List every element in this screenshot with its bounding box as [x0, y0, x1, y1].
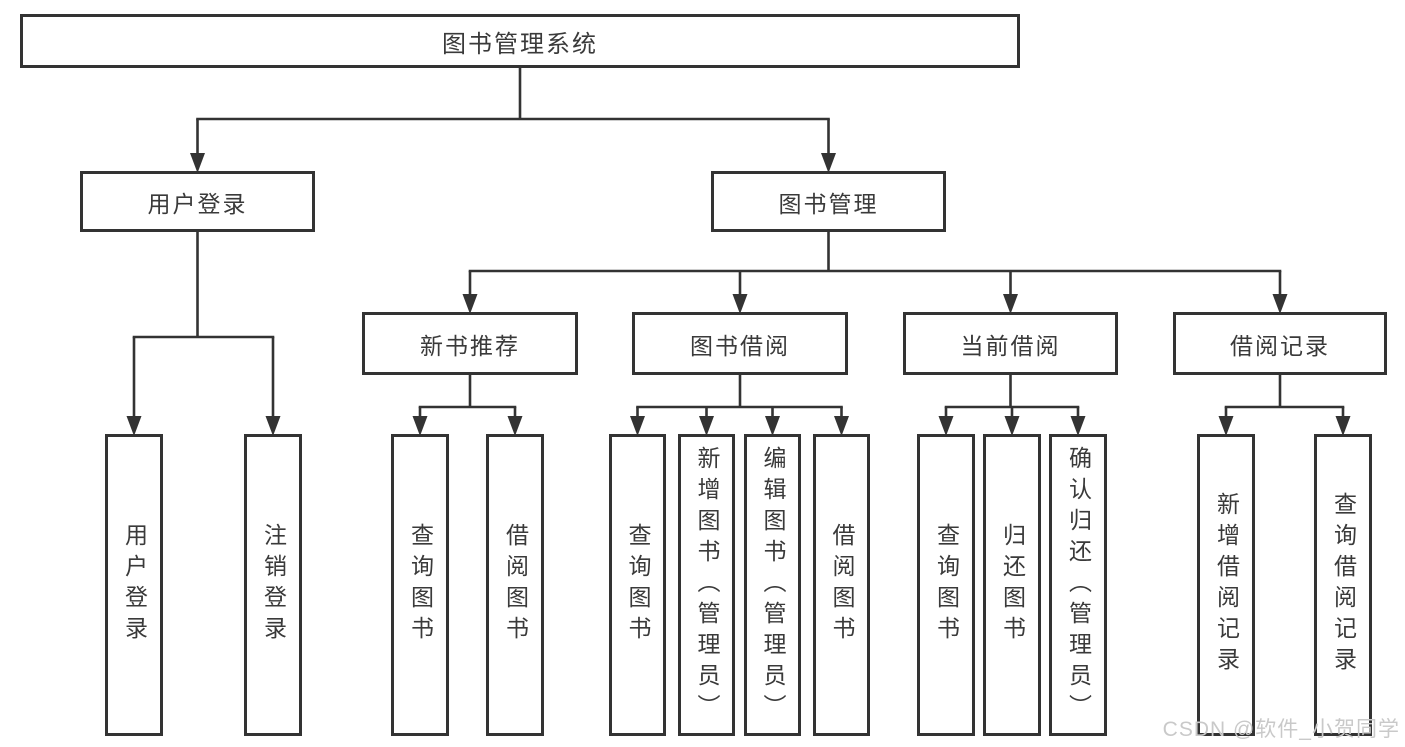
node-new-book-recommend-label: 新书推荐 — [420, 332, 520, 359]
leaf-edit-book-admin: 编辑图书（管理员） — [744, 434, 801, 736]
leaf-query-book-2: 查询图书 — [609, 434, 666, 736]
leaf-borrow-book-1-label: 借阅图书 — [502, 523, 529, 647]
leaf-logout-label: 注销登录 — [260, 523, 287, 647]
leaf-add-borrow-record-label: 新增借阅记录 — [1213, 492, 1240, 678]
node-borrow-record-label: 借阅记录 — [1230, 332, 1330, 359]
leaf-query-book-1: 查询图书 — [391, 434, 449, 736]
node-book-management: 图书管理 — [711, 171, 946, 232]
node-user-login-label: 用户登录 — [147, 190, 248, 217]
node-root: 图书管理系统 — [20, 14, 1020, 68]
node-book-management-label: 图书管理 — [778, 190, 879, 217]
leaf-query-borrow-record: 查询借阅记录 — [1314, 434, 1372, 736]
node-user-login: 用户登录 — [80, 171, 315, 232]
node-current-borrow: 当前借阅 — [903, 312, 1118, 375]
leaf-logout: 注销登录 — [244, 434, 302, 736]
node-borrow-record: 借阅记录 — [1173, 312, 1387, 375]
leaf-user-login: 用户登录 — [105, 434, 163, 736]
leaf-borrow-book-2: 借阅图书 — [813, 434, 870, 736]
leaf-return-book-label: 归还图书 — [999, 523, 1026, 647]
leaf-return-book: 归还图书 — [983, 434, 1041, 736]
leaf-query-book-1-label: 查询图书 — [407, 523, 434, 647]
leaf-borrow-book-1: 借阅图书 — [486, 434, 544, 736]
leaf-user-login-label: 用户登录 — [121, 523, 148, 647]
leaf-confirm-return-admin-label: 确认归还（管理员） — [1065, 445, 1092, 725]
leaf-query-borrow-record-label: 查询借阅记录 — [1330, 492, 1357, 678]
leaf-add-book-admin: 新增图书（管理员） — [678, 434, 735, 736]
node-book-borrow: 图书借阅 — [632, 312, 848, 375]
leaf-edit-book-admin-label: 编辑图书（管理员） — [760, 445, 786, 725]
leaf-query-book-3-label: 查询图书 — [933, 523, 960, 647]
leaf-add-book-admin-label: 新增图书（管理员） — [694, 445, 720, 725]
node-new-book-recommend: 新书推荐 — [362, 312, 578, 375]
node-root-label: 图书管理系统 — [442, 30, 598, 58]
leaf-add-borrow-record: 新增借阅记录 — [1197, 434, 1255, 736]
csdn-watermark: CSDN @软件_小贺同学 — [1162, 718, 1400, 741]
leaf-borrow-book-2-label: 借阅图书 — [829, 523, 855, 647]
leaf-confirm-return-admin: 确认归还（管理员） — [1049, 434, 1107, 736]
leaf-query-book-2-label: 查询图书 — [625, 523, 651, 647]
node-book-borrow-label: 图书借阅 — [690, 332, 790, 359]
leaf-query-book-3: 查询图书 — [917, 434, 975, 736]
node-current-borrow-label: 当前借阅 — [960, 332, 1061, 359]
